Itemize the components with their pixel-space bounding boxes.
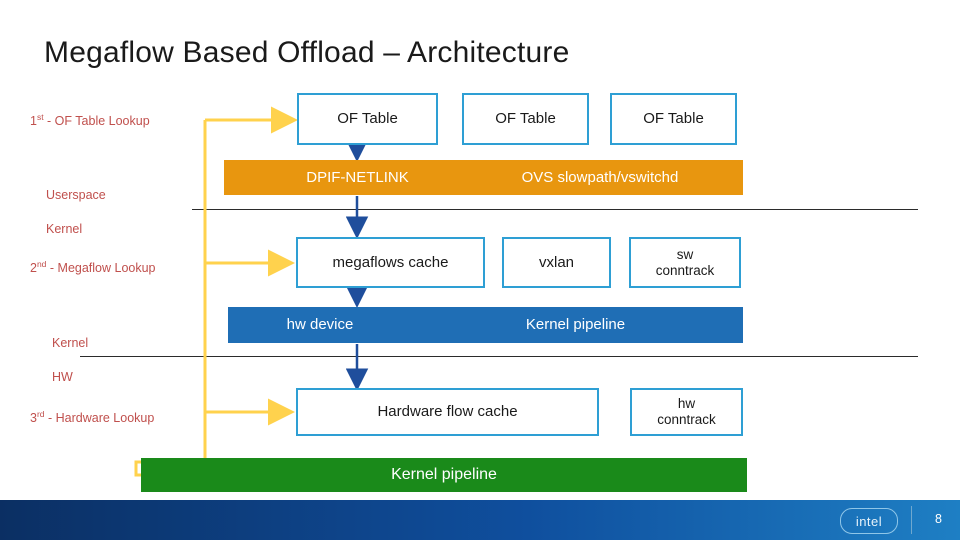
page-number: 8 <box>935 512 942 526</box>
footer-divider <box>911 506 912 534</box>
box-sw-conntrack[interactable]: sw conntrack <box>629 237 741 288</box>
box-hardware-flow-cache[interactable]: Hardware flow cache <box>296 388 599 436</box>
label-megaflow-lookup-text: - Megaflow Lookup <box>46 261 156 276</box>
page-title: Megaflow Based Offload – Architecture <box>44 36 570 69</box>
label-hardware-lookup: 3rd - Hardware Lookup <box>30 409 154 425</box>
label-hardware-lookup-text: - Hardware Lookup <box>44 411 155 426</box>
layer-label-kernel-bottom: Kernel <box>52 336 89 350</box>
box-kernel-pipeline-green[interactable]: Kernel pipeline <box>141 458 747 492</box>
box-vxlan[interactable]: vxlan <box>502 237 611 288</box>
divider-kernel-hw <box>80 356 918 357</box>
box-ovs-slowpath[interactable]: OVS slowpath/vswitchd <box>457 160 743 195</box>
label-of-table-lookup-prefix: 1 <box>30 114 37 129</box>
box-dpif-netlink[interactable]: DPIF-NETLINK <box>224 160 491 195</box>
label-hardware-lookup-sup: rd <box>36 409 45 419</box>
intel-logo: intel <box>840 508 898 534</box>
layer-label-kernel-top: Kernel <box>46 222 83 236</box>
label-of-table-lookup-sup: st <box>36 112 44 122</box>
box-kernel-pipeline-blue[interactable]: Kernel pipeline <box>408 307 743 343</box>
label-of-table-lookup-text: - OF Table Lookup <box>43 114 150 129</box>
box-of-table-2[interactable]: OF Table <box>462 93 589 145</box>
layer-label-userspace: Userspace <box>46 188 106 202</box>
box-hw-conntrack[interactable]: hw conntrack <box>630 388 743 436</box>
box-hw-device[interactable]: hw device <box>228 307 412 343</box>
divider-userspace-kernel <box>192 209 918 210</box>
label-megaflow-lookup-sup: nd <box>36 259 47 269</box>
label-megaflow-lookup-prefix: 2 <box>30 261 37 276</box>
box-of-table-1[interactable]: OF Table <box>297 93 438 145</box>
label-hardware-lookup-prefix: 3 <box>30 411 37 426</box>
layer-label-hw: HW <box>52 370 73 384</box>
box-of-table-3[interactable]: OF Table <box>610 93 737 145</box>
box-megaflows-cache[interactable]: megaflows cache <box>296 237 485 288</box>
label-of-table-lookup: 1st - OF Table Lookup <box>30 112 150 128</box>
footer-bar <box>0 500 960 540</box>
label-megaflow-lookup: 2nd - Megaflow Lookup <box>30 259 156 275</box>
